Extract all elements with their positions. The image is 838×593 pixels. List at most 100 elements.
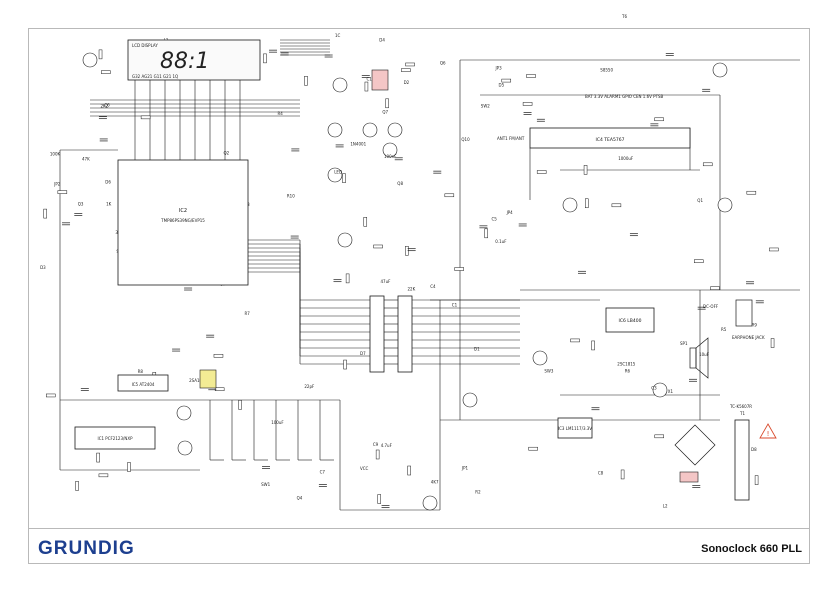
resistor [377, 494, 381, 504]
component-ref-label: C5 [492, 217, 498, 222]
resistor [407, 465, 411, 476]
capacitor [361, 75, 370, 78]
resistor [522, 102, 533, 106]
resistor [536, 170, 547, 174]
lcd-row-label: G32 AG21 G11 G21 1Q [132, 74, 178, 79]
component-ref-label: R5 [721, 327, 727, 332]
wire-layer [59, 39, 800, 511]
resistor [373, 244, 383, 249]
component-ref-label: 4.7uF [381, 443, 393, 448]
component-ref-label: R2 [475, 489, 481, 494]
capacitor [407, 248, 416, 252]
transistor [382, 142, 398, 158]
component-ref-label: D7 [360, 351, 366, 356]
component-ref-label: R6 [625, 369, 631, 374]
lcd-display: LCD DISPLAY 88:1 G32 AG21 G11 G21 1Q [127, 39, 261, 81]
transistor [562, 197, 578, 213]
component-ref-label: JP2 [53, 182, 61, 187]
resistor [746, 190, 757, 195]
capacitor [184, 287, 193, 291]
component-ref-label: D8 [751, 447, 757, 452]
resistor [528, 446, 538, 451]
antenna-label: ANT1 FM/ANT [497, 136, 525, 141]
rtc-name: IC1 PCF2123/NXP [98, 436, 134, 441]
resistor [501, 78, 512, 83]
transformer-label: TC-K5607R [729, 404, 752, 409]
component-ref-label: Q7 [382, 110, 388, 115]
transistor [327, 122, 343, 138]
component-ref-label: C9 [373, 442, 379, 447]
capacitor [394, 157, 403, 161]
resistor [583, 165, 588, 175]
capacitor [206, 334, 215, 338]
resistor [710, 286, 720, 290]
dcoff-label: DC-OFF [703, 304, 719, 309]
tuner-ic: IC4 TEA5767 ANT1 FM/ANT BAT 3.3V ALARM1 … [497, 94, 691, 149]
tuner-name: IC4 TEA5767 [596, 137, 625, 143]
component-ref-label: 1000uF [618, 156, 634, 161]
connector-p2 [397, 295, 413, 373]
component-ref-label: JP4 [506, 210, 514, 215]
component-ref-label: SW1 [261, 482, 270, 487]
resistor [345, 273, 350, 284]
transistor [387, 122, 403, 138]
resistor [263, 53, 267, 64]
resistor [140, 115, 151, 120]
resistor [214, 387, 225, 391]
resistor [620, 469, 625, 480]
speaker-label: SP1 [680, 341, 688, 346]
rtc-ic: IC1 PCF2123/NXP [74, 426, 156, 450]
lcd-digits: 88:1 [160, 49, 209, 74]
component-ref-label: R7 [245, 311, 251, 316]
component-ref-label: 100K [50, 151, 61, 156]
vcc-label: VCC [360, 466, 369, 471]
component-ref-label: R4 [278, 111, 284, 116]
transistor [327, 167, 343, 183]
resistor [570, 338, 580, 343]
earphone-label: EARPHONE JACK [732, 335, 765, 340]
model-title: Sonoclock 660 PLL [701, 543, 802, 555]
capacitor [80, 388, 89, 391]
resistor [127, 462, 131, 472]
warning-icon: ! [759, 423, 777, 439]
capacitor [650, 123, 659, 127]
component-ref-label: 47uF [381, 279, 392, 284]
eeprom-ic: IC5 AT2404 [117, 374, 169, 392]
brand-logo: GRUNDIG [38, 538, 135, 559]
eeprom-name: IC5 AT2404 [132, 382, 155, 387]
component-ref-label: 2K2 [101, 104, 109, 109]
capacitor [291, 148, 300, 152]
resistor [585, 198, 589, 209]
component-ref-label: Q8 [397, 181, 403, 186]
capacitor [280, 52, 289, 56]
resistor [654, 434, 664, 439]
resistor [43, 208, 47, 219]
resistor [654, 117, 664, 122]
component-ref-label: D1 [474, 347, 480, 352]
resistor [98, 473, 109, 478]
transistor [712, 62, 728, 78]
resistor [364, 81, 369, 92]
transistor [177, 440, 193, 456]
capacitor [746, 281, 755, 285]
capacitor [665, 53, 674, 56]
capacitor [333, 279, 342, 283]
resistor [343, 359, 347, 370]
capacitor [381, 505, 390, 508]
capacitor [479, 225, 488, 229]
component-ref-label: S8550 [600, 67, 613, 72]
mcu-name: IC2 [179, 208, 187, 214]
capacitor [324, 54, 333, 58]
component-ref-label: SW2 [481, 103, 490, 108]
component-ref-label: D6 [105, 180, 111, 185]
resistor [238, 400, 242, 410]
top-annotation-b: 1C [335, 33, 341, 38]
driver-name: IC6 LB400 [619, 318, 642, 324]
component-ref-label: Q6 [440, 61, 446, 66]
component-ref-label: 100nF [384, 154, 397, 159]
capacitor [697, 306, 706, 310]
vreg-name: IC3 LM1117/3.3V [558, 426, 592, 431]
component-ref-label: C7 [320, 470, 326, 475]
transformer-mark: T1 [739, 411, 745, 416]
